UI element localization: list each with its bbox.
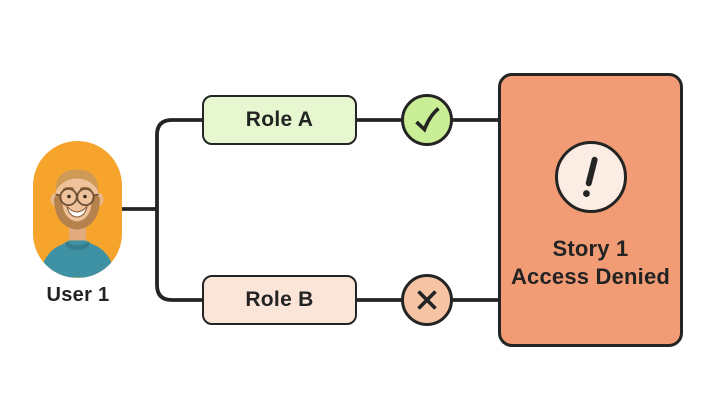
fork-bracket-connector (155, 118, 202, 302)
role-b-node: Role B (202, 275, 357, 325)
user-label: User 1 (46, 284, 110, 306)
user-avatar (33, 141, 122, 278)
access-allowed-badge (401, 94, 453, 146)
exclamation-icon (582, 156, 598, 197)
cross-icon (417, 290, 437, 310)
role-b-label: Role B (245, 288, 314, 311)
role-a-label: Role A (245, 108, 314, 131)
alert-badge (554, 141, 627, 213)
story-card: Story 1 Access Denied (498, 73, 683, 347)
access-denied-badge (401, 274, 453, 326)
story-title: Story 1 (552, 236, 629, 261)
role-a-node: Role A (202, 95, 357, 145)
story-status: Access Denied (510, 264, 671, 290)
story-text: Story 1 Access Denied (511, 235, 670, 291)
person-illustration (40, 169, 115, 278)
glasses-icon (55, 187, 99, 207)
check-icon (415, 107, 440, 133)
